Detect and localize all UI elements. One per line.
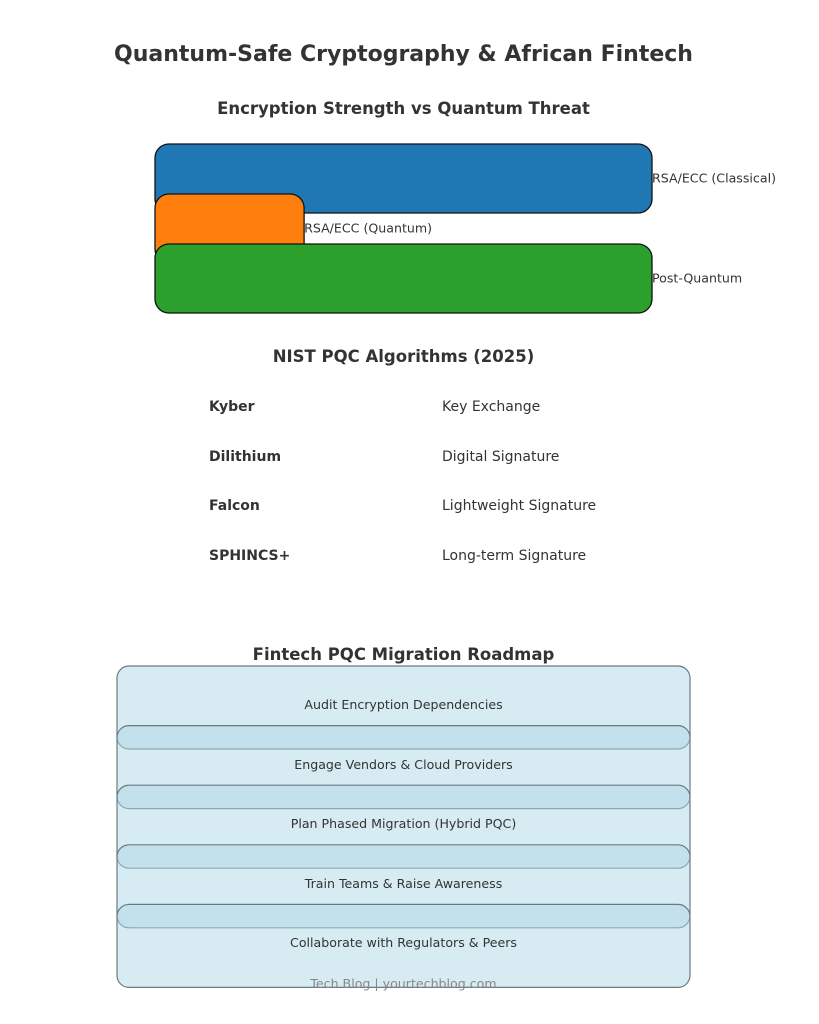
- chart-title: Encryption Strength vs Quantum Threat: [217, 99, 590, 118]
- roadmap-step-label: Engage Vendors & Cloud Providers: [294, 757, 513, 772]
- roadmap-step-label: Audit Encryption Dependencies: [304, 697, 503, 712]
- algorithm-name: Kyber: [209, 399, 255, 415]
- algorithm-use: Lightweight Signature: [442, 498, 597, 514]
- algorithm-name: Dilithium: [209, 449, 282, 465]
- algorithms-title: NIST PQC Algorithms (2025): [272, 347, 535, 366]
- algorithm-name: SPHINCS+: [209, 548, 291, 564]
- roadmap-step-label: Collaborate with Regulators & Peers: [290, 935, 517, 950]
- bar-label-1: RSA/ECC (Quantum): [304, 221, 432, 236]
- footer-credit: Tech Blog | yourtechblog.com: [310, 976, 497, 991]
- strength-bar-chart: RSA/ECC (Classical) RSA/ECC (Quantum) Post…: [154, 143, 776, 314]
- algorithm-use: Long-term Signature: [442, 548, 587, 564]
- bar-label-0: RSA/ECC (Classical): [652, 171, 776, 186]
- roadmap-step-label: Plan Phased Migration (Hybrid PQC): [290, 816, 517, 831]
- roadmap-title: Fintech PQC Migration Roadmap: [252, 645, 555, 664]
- algorithm-use: Digital Signature: [442, 449, 560, 465]
- bar-2: [154, 243, 653, 314]
- algorithm-use: Key Exchange: [442, 399, 541, 415]
- page-title: Quantum-Safe Cryptography & African Fint…: [114, 42, 693, 67]
- algorithm-name: Falcon: [209, 498, 260, 514]
- bar-label-2: Post-Quantum: [652, 271, 742, 286]
- roadmap-step-box: [116, 903, 691, 989]
- roadmap-step-label: Train Teams & Raise Awareness: [304, 876, 503, 891]
